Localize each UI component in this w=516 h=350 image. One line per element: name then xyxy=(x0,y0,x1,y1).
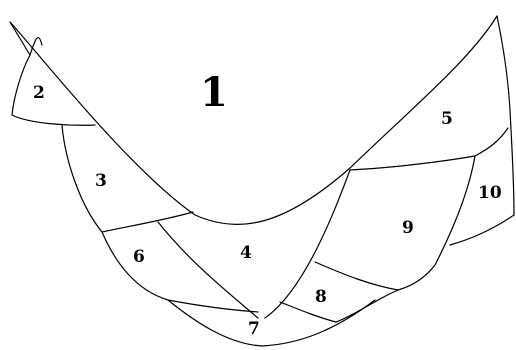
region-label-10: 10 xyxy=(478,183,502,203)
boundary-8-top xyxy=(314,261,399,291)
boundary-region-3-left xyxy=(61,124,103,233)
region-label-5: 5 xyxy=(441,109,453,129)
boundary-6-4 xyxy=(157,221,259,319)
boundary-9-10 xyxy=(397,155,476,291)
boundary-4-9 xyxy=(264,169,351,319)
boundary-region-2 xyxy=(9,21,96,126)
boundary-3-6 xyxy=(101,211,194,233)
boundary-main-valley xyxy=(9,15,498,225)
boundary-8-9-right xyxy=(335,289,399,323)
region-label-7: 7 xyxy=(248,319,260,339)
boundary-7-8 xyxy=(279,301,337,323)
boundary-region-2-top xyxy=(29,37,43,56)
boundary-5-9 xyxy=(349,155,476,171)
region-label-9: 9 xyxy=(402,218,414,238)
region-label-8: 8 xyxy=(315,287,327,307)
region-label-4: 4 xyxy=(240,243,252,263)
boundary-10-bottom xyxy=(449,214,515,246)
region-label-1: 1 xyxy=(200,69,228,116)
region-label-6: 6 xyxy=(133,247,145,267)
boundary-region-7-bottom xyxy=(167,299,376,347)
region-label-3: 3 xyxy=(95,171,107,191)
region-label-2: 2 xyxy=(33,83,45,103)
boundary-right-edge xyxy=(496,15,515,216)
boundary-region-6-left xyxy=(101,231,259,313)
boundary-5-10 xyxy=(474,127,509,157)
